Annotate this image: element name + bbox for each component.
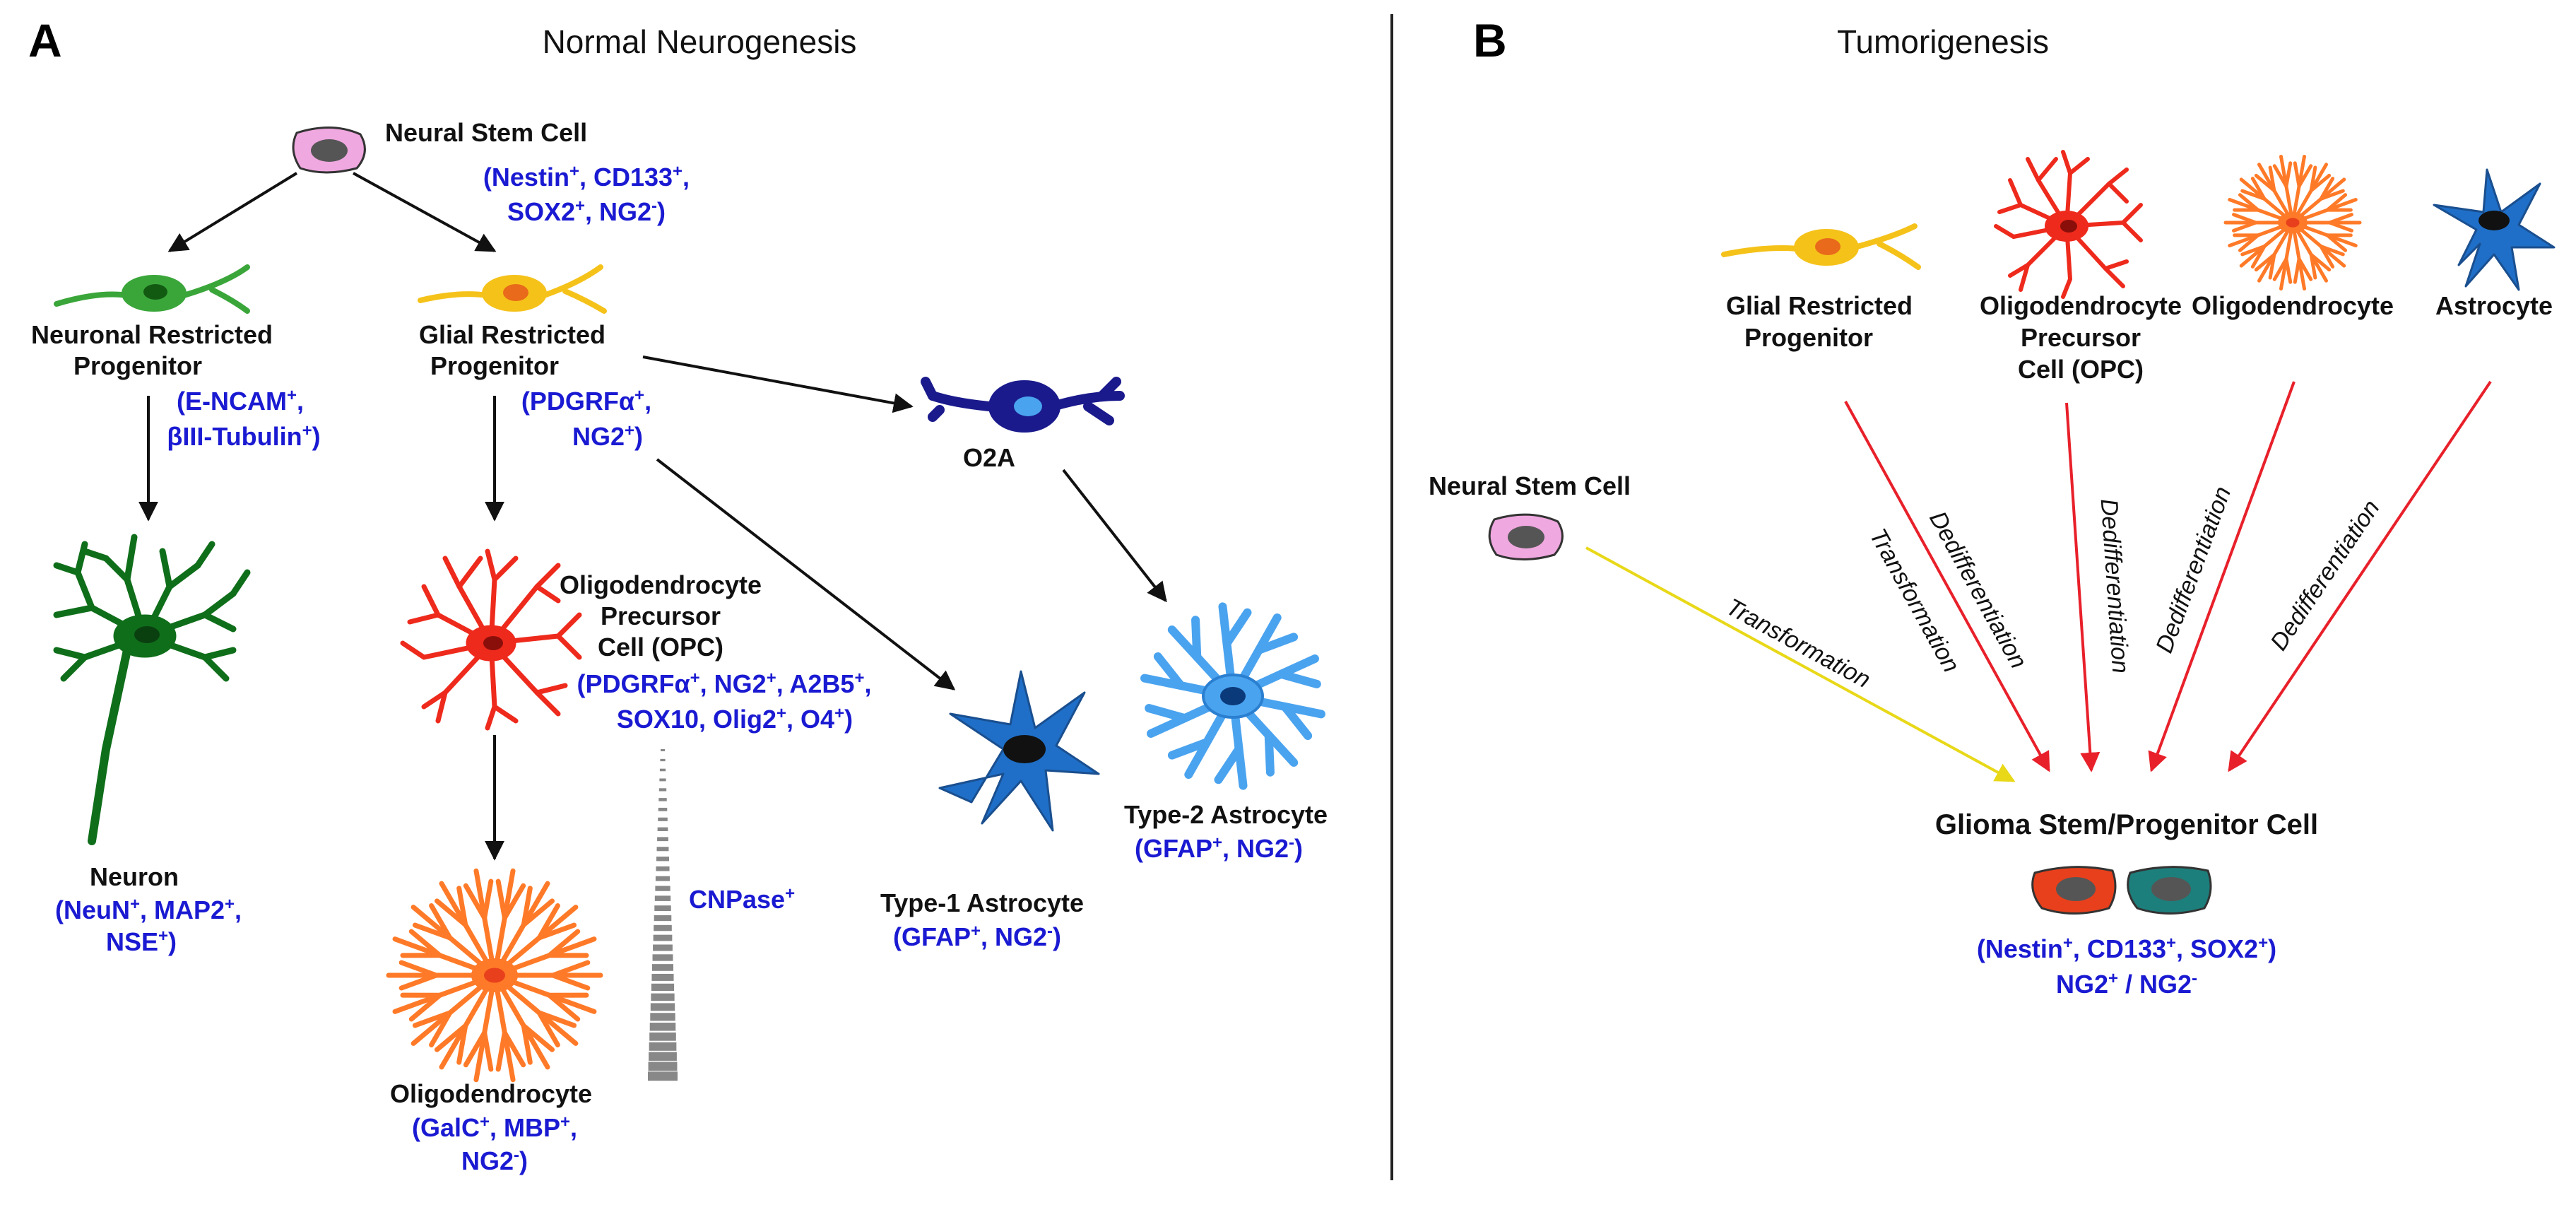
nrp-markers-1: (E-NCAM+,: [177, 386, 304, 416]
b-arrow-opc-label: Dedifferentiation: [2096, 498, 2134, 674]
grp-label-1: Glial Restricted: [419, 320, 605, 349]
opc-label-2: Precursor: [601, 601, 721, 630]
b-glioma-red-cell-icon: [2031, 866, 2117, 915]
opc-label-3: Cell (OPC): [598, 633, 723, 662]
grp-markers-1: (PDGRFα+,: [521, 386, 651, 416]
panel-a-letter: A: [28, 14, 62, 66]
arrow-nsc-to-grp: [353, 172, 497, 252]
arrow-nsc-to-nrp: [167, 172, 298, 252]
b-arrow-oligo: [2148, 381, 2296, 772]
b-opc-cell-icon: [1994, 150, 2143, 299]
neuron-label: Neuron: [90, 862, 179, 891]
b-oligodendrocyte-icon: [2223, 154, 2362, 291]
oligodendrocyte-icon: [386, 868, 603, 1083]
nsc-cell-icon: [292, 127, 366, 174]
grp-cell-icon: [418, 264, 607, 314]
arrow-grp-to-o2a: [642, 355, 914, 413]
nsc-label: Neural Stem Cell: [385, 118, 587, 147]
type2-astrocyte-icon: [1140, 602, 1325, 790]
arrow-o2a-to-type2: [1062, 469, 1167, 603]
nrp-cell-icon: [54, 264, 250, 314]
b-grp-label-1: Glial Restricted: [1726, 291, 1913, 320]
b-opc-label-2: Precursor: [2021, 323, 2141, 352]
b-astrocyte-label: Astrocyte: [2435, 291, 2553, 320]
o2a-cell-icon: [921, 377, 1125, 433]
type1-label: Type-1 Astrocyte: [880, 888, 1084, 917]
cnpase-label: CNPase+: [689, 884, 795, 915]
b-grp-cell-icon: [1721, 223, 1921, 270]
b-opc-label-1: Oligodendrocyte: [1980, 291, 2182, 320]
type2-markers: (GFAP+, NG2-): [1135, 833, 1303, 864]
b-glioma-teal-cell-icon: [2127, 866, 2212, 915]
grp-label-2: Progenitor: [430, 351, 559, 380]
b-arrow-grp: [1844, 401, 2050, 772]
panel-b-title: Tumorigenesis: [1837, 23, 2049, 60]
oligo-markers-2: NG2-): [461, 1146, 528, 1176]
b-glioma-label: Glioma Stem/Progenitor Cell: [1935, 809, 2318, 840]
type1-astrocyte-icon: [938, 670, 1100, 832]
opc-label-1: Oligodendrocyte: [560, 570, 762, 599]
b-arrow-opc: [2065, 402, 2101, 772]
o2a-label: O2A: [963, 443, 1015, 472]
opc-markers-1: (PDGRFα+, NG2+, A2B5+,: [577, 669, 872, 699]
b-nsc-cell-icon: [1488, 513, 1564, 560]
b-glioma-markers-2: NG2+ / NG2-: [2056, 969, 2197, 999]
opc-cell-icon: [400, 548, 582, 731]
cnpase-gradient-bar: [648, 749, 678, 1081]
opc-markers-2: SOX10, Olig2+, O4+): [617, 704, 853, 734]
panel-b: B Tumorigenesis Glial Restricted Progeni…: [1429, 14, 2556, 999]
b-arrow-astrocyte-label: Dedifferentiation: [2265, 495, 2385, 656]
b-oligo-label: Oligodendrocyte: [2192, 291, 2394, 320]
b-arrow-nsc-label: Transformation: [1722, 594, 1875, 694]
neuron-icon: [53, 534, 251, 845]
nrp-label-1: Neuronal Restricted: [31, 320, 273, 349]
oligo-label: Oligodendrocyte: [390, 1079, 592, 1108]
oligo-markers-1: (GalC+, MBP+,: [412, 1112, 577, 1143]
arrow-grp-to-type1: [656, 458, 956, 690]
panel-a: A Normal Neurogenesis Neural Stem Cell (…: [28, 14, 1328, 1175]
b-nsc-label: Neural Stem Cell: [1429, 471, 1631, 500]
b-opc-label-3: Cell (OPC): [2018, 355, 2144, 384]
b-grp-label-2: Progenitor: [1744, 323, 1873, 352]
b-glioma-markers-1: (Nestin+, CD133+, SOX2+): [1977, 934, 2276, 964]
nrp-label-2: Progenitor: [73, 351, 202, 380]
neuron-markers-2: NSE+): [106, 927, 177, 957]
panel-a-title: Normal Neurogenesis: [543, 23, 857, 60]
nrp-markers-2: βIII-Tubulin+): [167, 421, 320, 452]
neuron-markers-1: (NeuN+, MAP2+,: [55, 895, 242, 925]
b-arrow-astrocyte: [2228, 380, 2492, 772]
nsc-markers-1: (Nestin+, CD133+,: [483, 162, 690, 192]
b-astrocyte-icon: [2433, 168, 2556, 291]
b-arrow-oligo-label: Dedifferentiation: [2151, 483, 2236, 657]
type1-markers: (GFAP+, NG2-): [893, 922, 1061, 952]
b-arrow-nsc-transformation: [1585, 546, 2016, 782]
nsc-markers-2: SOX2+, NG2-): [507, 196, 666, 227]
grp-markers-2: NG2+): [572, 421, 643, 452]
panel-b-letter: B: [1473, 14, 1507, 66]
type2-label: Type-2 Astrocyte: [1124, 800, 1328, 829]
